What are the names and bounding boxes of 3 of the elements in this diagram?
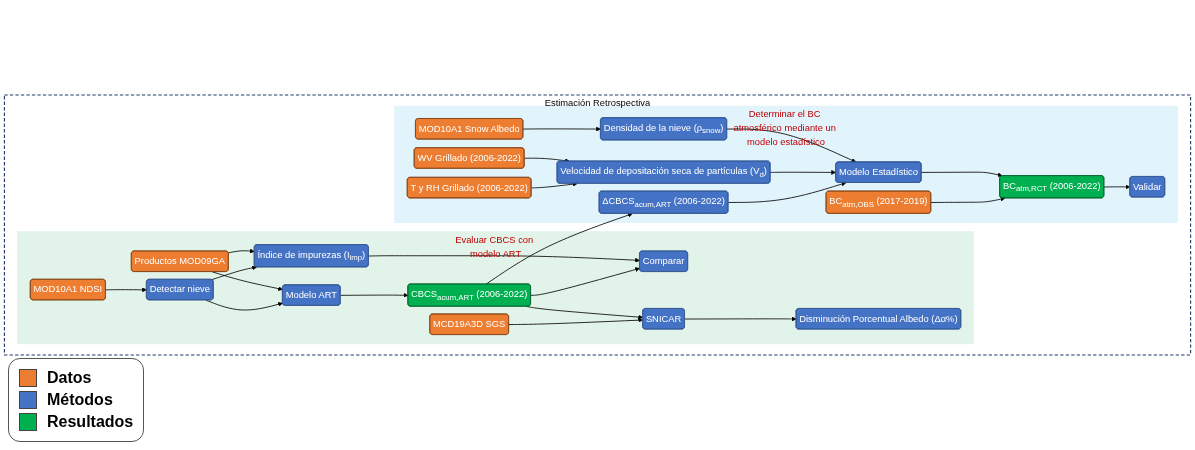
- legend-label: Datos: [47, 369, 92, 387]
- legend-label: Resultados: [47, 413, 134, 431]
- legend-label: Métodos: [47, 391, 113, 409]
